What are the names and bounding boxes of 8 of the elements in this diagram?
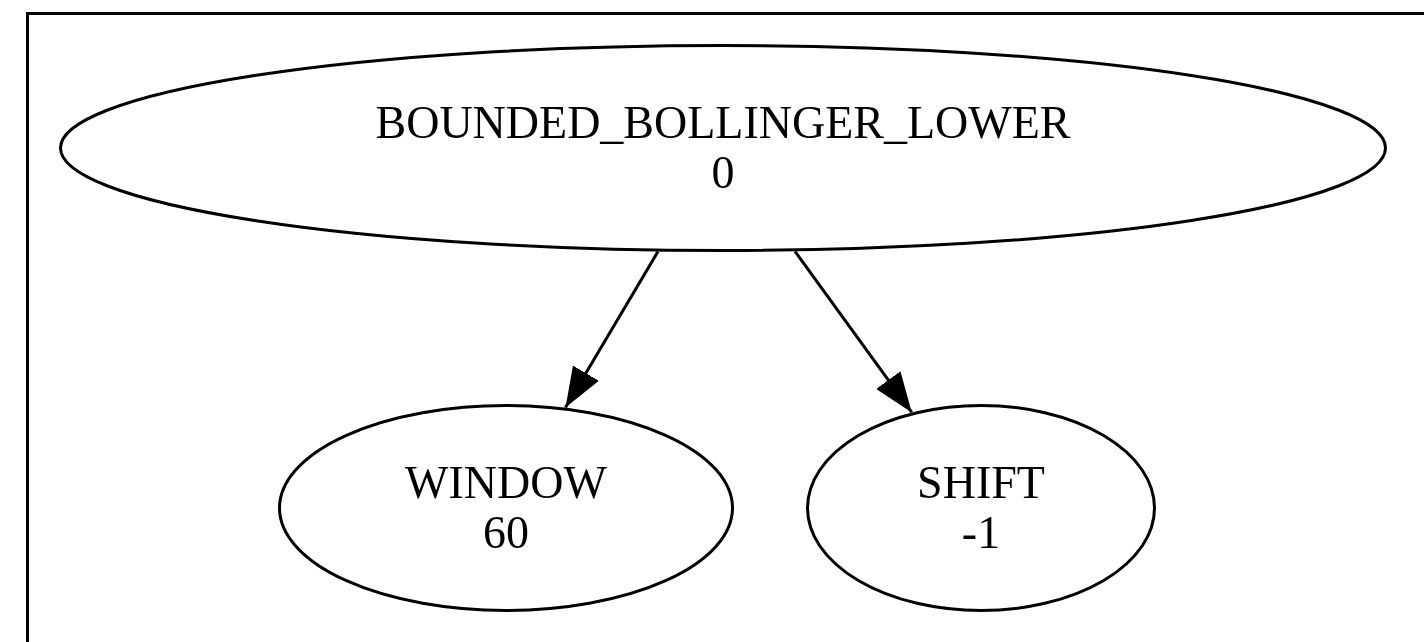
node-name: WINDOW [405,458,607,508]
node-value: -1 [961,508,1001,558]
arrow [793,250,913,414]
node-name: SHIFT [917,458,1045,508]
node-name: BOUNDED_BOLLINGER_LOWER [375,98,1071,148]
node-value: 60 [483,508,529,558]
node-value: 0 [711,148,735,198]
arrow [564,250,660,409]
